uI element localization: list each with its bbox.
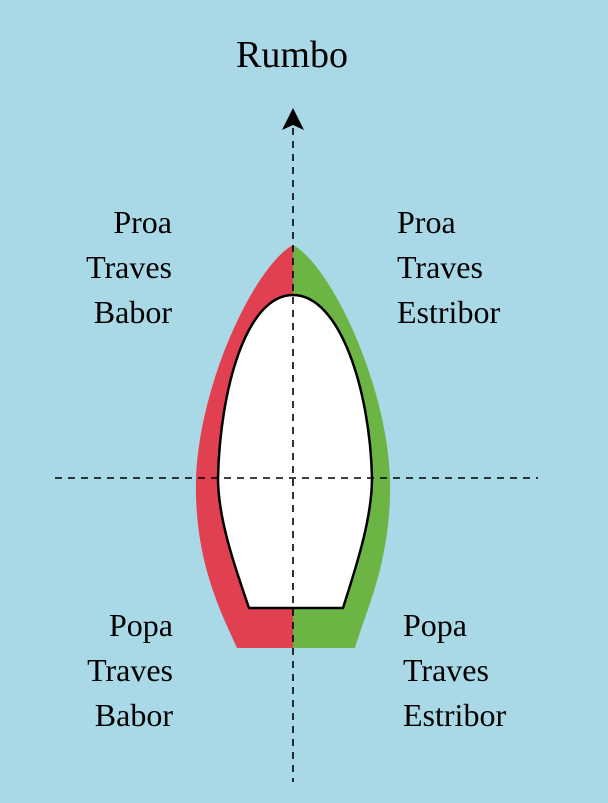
quadrant-stern-starboard-line-1: Popa	[403, 607, 467, 643]
quadrant-stern-port: Popa Traves Babor	[87, 603, 173, 738]
quadrant-stern-port-line-2: Traves	[87, 652, 173, 688]
boat-deck	[216, 293, 374, 610]
quadrant-bow-starboard-line-2: Traves	[397, 249, 483, 285]
quadrant-stern-starboard-line-3: Estribor	[403, 697, 507, 733]
quadrant-bow-port-line-2: Traves	[86, 249, 172, 285]
quadrant-stern-starboard-line-2: Traves	[403, 652, 489, 688]
quadrant-bow-starboard-line-1: Proa	[397, 204, 456, 240]
quadrant-stern-starboard: Popa Traves Estribor	[403, 603, 506, 738]
heading-title: Rumbo	[236, 34, 348, 76]
quadrant-bow-port-line-3: Babor	[93, 294, 172, 330]
heading-arrow-icon	[282, 108, 304, 130]
quadrant-bow-starboard: Proa Traves Estribor	[397, 200, 500, 335]
quadrant-bow-port-line-1: Proa	[113, 204, 172, 240]
quadrant-stern-port-line-1: Popa	[109, 607, 173, 643]
quadrant-bow-starboard-line-3: Estribor	[397, 294, 501, 330]
quadrant-stern-port-line-3: Babor	[94, 697, 173, 733]
quadrant-bow-port: Proa Traves Babor	[86, 200, 172, 335]
